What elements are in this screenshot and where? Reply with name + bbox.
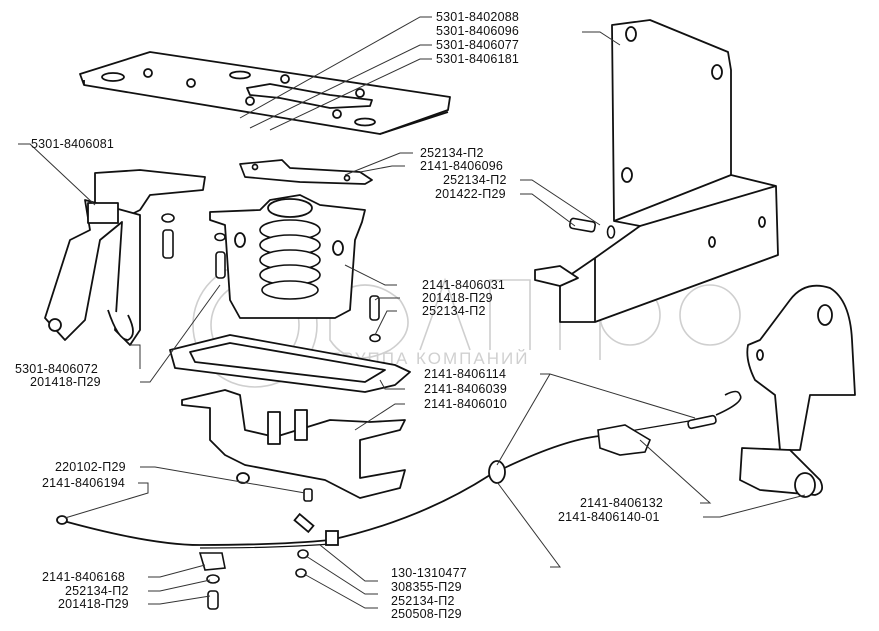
part-label: 250508-П29 bbox=[391, 607, 462, 621]
vertical-bracket bbox=[534, 19, 779, 323]
lock-base bbox=[181, 389, 406, 499]
cable-connector bbox=[597, 390, 742, 456]
watermark-letter bbox=[489, 279, 531, 350]
part-label: 5301-8406181 bbox=[436, 52, 520, 66]
part-label: 252134-П2 bbox=[420, 146, 484, 160]
lock-bolts bbox=[214, 232, 381, 343]
part-label: 5301-8406072 bbox=[15, 362, 99, 376]
cable-clip-parts bbox=[198, 488, 313, 610]
part-label: 5301-8406096 bbox=[436, 24, 520, 38]
watermark-letter bbox=[419, 277, 471, 351]
part-label: 220102-П29 bbox=[55, 460, 126, 474]
part-label: 252134-П2 bbox=[65, 584, 129, 598]
bolt-201422 bbox=[568, 217, 616, 239]
part-label: 201418-П29 bbox=[422, 291, 493, 305]
part-label: 201422-П29 bbox=[435, 187, 506, 201]
hook-lever bbox=[44, 169, 206, 346]
part-label: 2141-8406010 bbox=[424, 397, 508, 411]
small-bolts-left bbox=[161, 213, 175, 259]
part-label: 2141-8406039 bbox=[424, 382, 508, 396]
part-label: 2141-8406031 bbox=[422, 278, 506, 292]
part-label: 2141-8406168 bbox=[42, 570, 126, 584]
part-label: 2141-8406140-01 bbox=[558, 510, 660, 524]
part-label: 2141-8406096 bbox=[420, 159, 504, 173]
lock-mechanism bbox=[209, 194, 366, 319]
part-label: 201418-П29 bbox=[30, 375, 101, 389]
part-label: 5301-8402088 bbox=[436, 10, 520, 24]
part-label: 5301-8406081 bbox=[31, 137, 115, 151]
part-label: 252134-П2 bbox=[422, 304, 486, 318]
release-handle bbox=[739, 284, 856, 498]
part-label: 5301-8406077 bbox=[436, 38, 520, 52]
leader-lines bbox=[18, 16, 806, 609]
part-label: 308355-П29 bbox=[391, 580, 462, 594]
release-cable bbox=[56, 419, 696, 549]
part-label: 252134-П2 bbox=[443, 173, 507, 187]
part-label: 2141-8406114 bbox=[424, 367, 507, 381]
small-plate bbox=[239, 159, 373, 185]
watermark-letter bbox=[679, 284, 741, 346]
part-label: 2141-8406194 bbox=[42, 476, 126, 490]
part-label: 252134-П2 bbox=[391, 594, 455, 608]
gasket bbox=[169, 334, 411, 393]
part-label: 130-1310477 bbox=[391, 566, 467, 580]
part-label: 201418-П29 bbox=[58, 597, 129, 611]
top-plate bbox=[79, 51, 451, 135]
part-label: 2141-8406132 bbox=[580, 496, 664, 510]
